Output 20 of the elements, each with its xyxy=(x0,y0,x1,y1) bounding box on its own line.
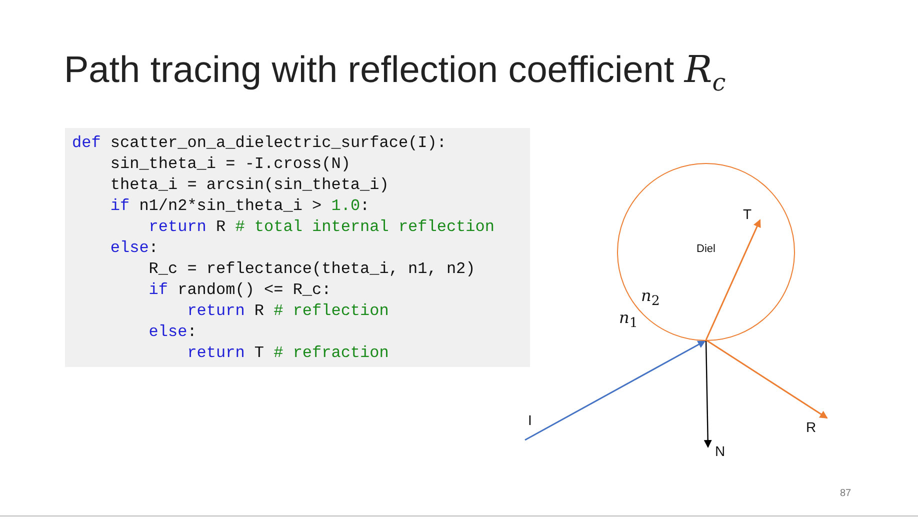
code-line: sin_theta_i = -I.cross(N) xyxy=(110,154,350,175)
code-line: return R # reflection xyxy=(187,301,389,322)
code-line: return R # total internal reflection xyxy=(148,217,494,238)
refractive-index-label: n$_{1}$ xyxy=(619,308,638,332)
code-line: R_c = reflectance(theta_i, n1, n2) xyxy=(148,259,476,280)
code-line: def scatter_on_a_dielectric_surface(I): xyxy=(72,133,446,154)
ray-label: T xyxy=(743,206,752,222)
code-line: else: xyxy=(110,238,158,259)
ray-label: R xyxy=(806,419,816,435)
node-label: Diel xyxy=(696,243,716,255)
ray-label: N xyxy=(715,443,726,459)
slide-title: Path tracing with reflection coefficient R$_{c}$ xyxy=(64,48,726,96)
code-line: else: xyxy=(148,322,197,343)
ray-label: I xyxy=(528,412,532,428)
code-line: if random() <= R_c: xyxy=(148,280,332,301)
page-number: 87 xyxy=(840,488,852,499)
code-line: return T # refraction xyxy=(187,343,389,364)
code-line: theta_i = arcsin(sin_theta_i) xyxy=(110,175,389,196)
refractive-index-label: n$_{2}$ xyxy=(641,286,660,310)
code-line: if n1/n2*sin_theta_i > 1.0: xyxy=(110,196,370,217)
